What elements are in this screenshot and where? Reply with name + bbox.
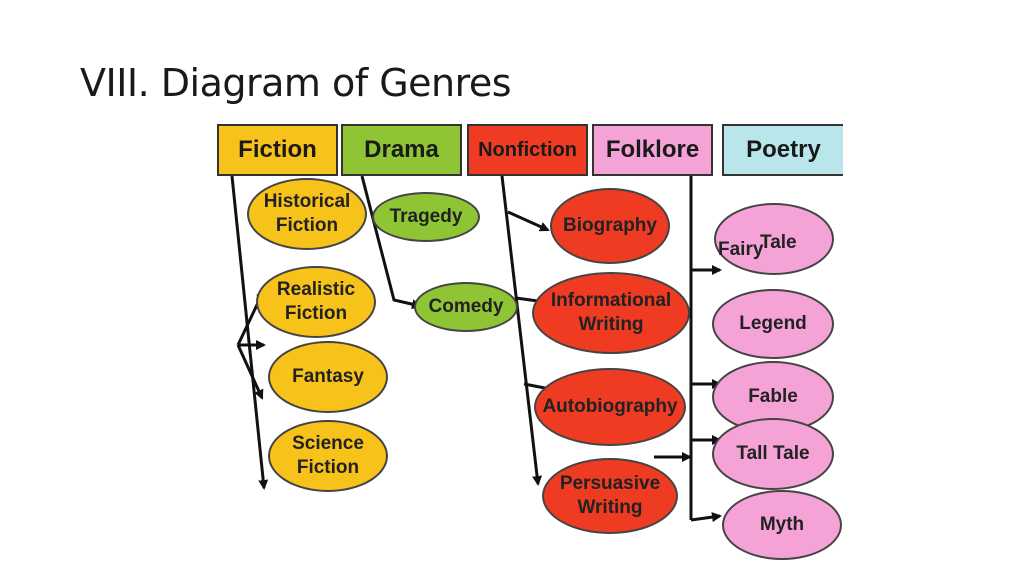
header-drama: Drama [341,124,462,176]
oval-tragedy: Tragedy [372,192,480,242]
header-folklore: Folklore [592,124,713,176]
oval-comedy: Comedy [414,282,518,332]
fiction-to-fantasy-lower-arrow [236,344,264,400]
header-fiction: Fiction [217,124,338,176]
folklore-to-myth-arrow [690,512,722,523]
oval-myth: Myth [722,490,842,560]
fiction-trunk-arrow [230,175,269,490]
nonfiction-to-biography-arrow [507,210,550,232]
header-nonfiction: Nonfiction [467,124,588,176]
oval-legend: Legend [712,289,834,359]
nonfiction-trunk-arrow [500,175,543,486]
oval-fable: Fable [712,361,834,433]
oval-autobiography: Autobiography [534,368,686,446]
oval-tall-tale: Tall Tale [712,418,834,490]
oval-fairy-tale: Fairy Tale [714,203,834,275]
oval-fantasy: Fantasy [268,341,388,413]
header-poetry: Poetry [722,124,843,176]
page-title: VIII. Diagram of Genres [80,61,512,104]
oval-biography: Biography [550,188,670,264]
